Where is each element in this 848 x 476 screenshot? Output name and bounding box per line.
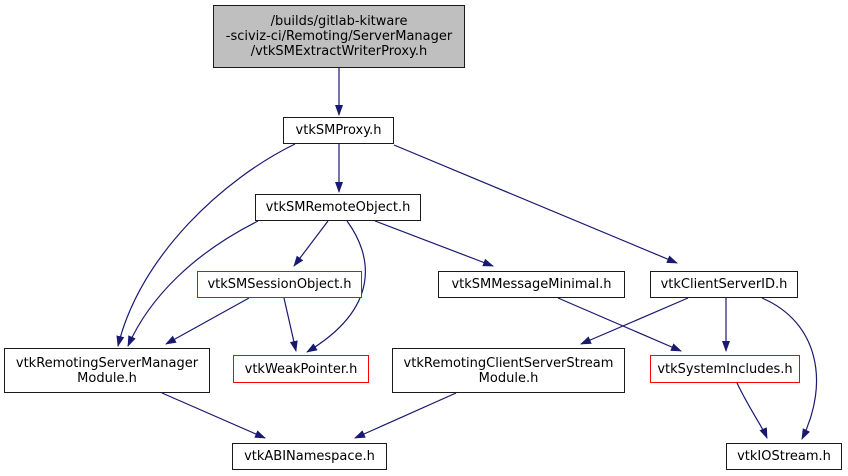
node-label-line: -sciviz-ci/Remoting/ServerManager — [225, 29, 453, 44]
node-vtkSystemIncludes[interactable]: vtkSystemIncludes.h — [650, 355, 800, 383]
node-label-line: vtkRemotingClientServerStream — [403, 355, 614, 371]
node-vtkSMRemoteObject[interactable]: vtkSMRemoteObject.h — [255, 194, 421, 221]
node-vtkIOStream[interactable]: vtkIOStream.h — [726, 443, 842, 470]
node-root-file: /builds/gitlab-kitware -sciviz-ci/Remoti… — [213, 5, 465, 68]
edge-vtkSMProxy-vtkClientServerID — [393, 144, 678, 264]
node-label: vtkSMProxy.h — [295, 123, 382, 138]
edge-vtkSMSessionObject-vtkRemotingServerManagerModule — [165, 297, 250, 345]
node-label: vtkWeakPointer.h — [244, 361, 358, 377]
node-label-line: Module.h — [77, 370, 137, 386]
node-vtkRemotingServerManagerModule[interactable]: vtkRemotingServerManager Module.h — [4, 348, 210, 393]
node-label-line: Module.h — [478, 370, 539, 386]
edge-vtkSMRemoteObject-vtkSMMessageMinimal — [374, 220, 494, 267]
node-label-line: vtkRemotingServerManager — [15, 355, 199, 371]
edge-vtkSMProxy-vtkRemotingServerManagerModule — [116, 143, 296, 347]
edge-vtkSMSessionObject-vtkWeakPointer — [283, 297, 298, 352]
node-vtkSMProxy[interactable]: vtkSMProxy.h — [283, 117, 394, 144]
edge-vtkClientServerID-vtkIOStream — [761, 297, 818, 440]
edge-vtkSMRemoteObject-vtkSMSessionObject — [293, 220, 329, 267]
node-label: vtkABINamespace.h — [244, 449, 375, 464]
edge-vtkRemotingClientServerStreamModule-vtkABINamespace — [354, 392, 457, 439]
edge-vtkSystemIncludes-vtkIOStream — [736, 382, 768, 439]
node-label: vtkSMMessageMinimal.h — [451, 277, 612, 292]
node-label: vtkSystemIncludes.h — [657, 361, 793, 377]
node-vtkRemotingClientServerStreamModule[interactable]: vtkRemotingClientServerStream Module.h — [392, 348, 625, 393]
node-label: vtkSMSessionObject.h — [207, 277, 352, 292]
node-label-line: /builds/gitlab-kitware — [270, 14, 408, 29]
edge-vtkClientServerID-vtkRemotingClientServerStreamModule — [580, 297, 689, 345]
edge-vtkSMRemoteObject-vtkWeakPointer — [306, 220, 366, 353]
node-vtkABINamespace[interactable]: vtkABINamespace.h — [232, 443, 387, 470]
node-vtkSMMessageMinimal[interactable]: vtkSMMessageMinimal.h — [438, 271, 625, 298]
node-label: vtkIOStream.h — [737, 449, 831, 464]
edge-vtkSMRemoteObject-vtkRemotingServerManagerModule — [127, 220, 259, 347]
node-vtkClientServerID[interactable]: vtkClientServerID.h — [650, 271, 798, 298]
edge-vtkRemotingServerManagerModule-vtkABINamespace — [161, 392, 266, 439]
edge-vtkSMMessageMinimal-vtkSystemIncludes — [557, 297, 682, 352]
node-label: vtkSMRemoteObject.h — [265, 200, 411, 215]
node-label: vtkClientServerID.h — [660, 277, 788, 292]
node-vtkWeakPointer[interactable]: vtkWeakPointer.h — [233, 355, 369, 383]
node-label-line: /vtkSMExtractWriterProxy.h — [250, 44, 428, 59]
node-vtkSMSessionObject[interactable]: vtkSMSessionObject.h — [197, 271, 362, 298]
